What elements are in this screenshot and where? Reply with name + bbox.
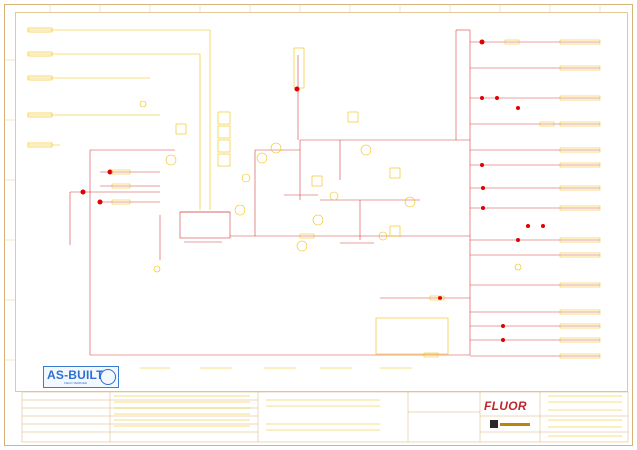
- title-block-text-lines: [114, 395, 622, 437]
- title-block: [21, 391, 629, 443]
- equipment-bases: [184, 194, 374, 244]
- as-built-stamp: AS-BUILT FIELD VERIFIED: [43, 366, 119, 388]
- outer-border: [4, 4, 633, 446]
- inner-border: [15, 12, 628, 392]
- grid-ticks: [4, 4, 601, 361]
- valves: [80, 39, 545, 342]
- line-tags: [111, 39, 555, 358]
- branch-endboxes: [559, 39, 601, 359]
- seal-icon: [100, 369, 116, 385]
- branch-lines: [470, 41, 600, 357]
- stamp-subtitle: FIELD VERIFIED: [64, 381, 88, 385]
- inlet-lines: [27, 27, 211, 210]
- fluor-logo-icon: FLUOR: [484, 399, 527, 413]
- client-logo-icon: [490, 420, 530, 428]
- equipment: [139, 47, 522, 355]
- process-pipes: [69, 29, 471, 356]
- stamp-title: AS-BUILT: [47, 368, 104, 382]
